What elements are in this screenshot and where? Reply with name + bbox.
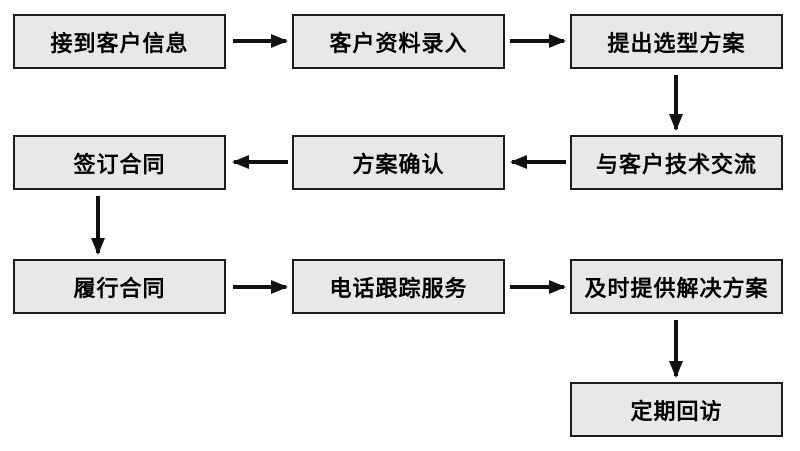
flow-node-regular-follow-up: 定期回访 [570,382,783,437]
flow-node-fulfill-contract: 履行合同 [13,259,226,314]
flow-node-sign-contract: 签订合同 [13,135,226,190]
flow-node-receive-customer-info: 接到客户信息 [13,14,226,69]
flow-node-timely-solutions: 及时提供解决方案 [570,259,783,314]
flow-node-technical-exchange: 与客户技术交流 [570,135,783,190]
flow-node-customer-data-entry: 客户资料录入 [292,14,505,69]
flow-node-phone-tracking-service: 电话跟踪服务 [292,259,505,314]
flow-node-plan-confirmation: 方案确认 [292,135,505,190]
flow-node-propose-selection-plan: 提出选型方案 [570,14,783,69]
